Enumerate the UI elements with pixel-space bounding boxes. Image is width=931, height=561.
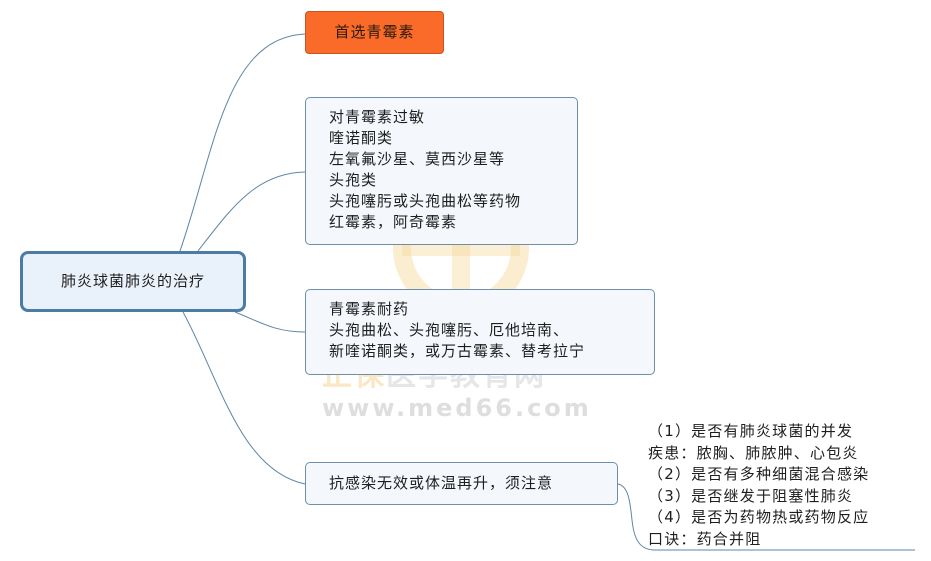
branch-line: 青霉素耐药 xyxy=(329,300,410,318)
branch-line: 喹诺酮类 xyxy=(329,129,394,147)
root-node[interactable]: 肺炎球菌肺炎的治疗 xyxy=(20,251,246,312)
branch-penicillin-allergy[interactable]: 对青霉素过敏 喹诺酮类 左氧氟沙星、莫西沙星等 头孢类 头孢噻肟或头孢曲松等药物… xyxy=(305,97,578,245)
note-line: （1）是否有肺炎球菌的并发 xyxy=(648,422,854,440)
branch-label: 抗感染无效或体温再升，须注意 xyxy=(329,474,554,492)
branch-line: 红霉素，阿奇霉素 xyxy=(329,213,458,231)
branch-penicillin-resistance[interactable]: 青霉素耐药 头孢曲松、头孢噻肟、厄他培南、 新喹诺酮类，或万古霉素、替考拉宁 xyxy=(305,289,655,375)
branch-line: 头孢噻肟或头孢曲松等药物 xyxy=(329,192,522,210)
branch-label: 首选青霉素 xyxy=(334,23,415,41)
connector-root-to-resistance xyxy=(234,311,306,333)
branch-line: 左氧氟沙星、莫西沙星等 xyxy=(329,150,506,168)
connector-root-to-first-choice xyxy=(179,33,306,252)
branch-line: 头孢曲松、头孢噻肟、厄他培南、 xyxy=(329,321,570,339)
branch-line: 头孢类 xyxy=(329,171,378,189)
branch-line: 对青霉素过敏 xyxy=(329,108,426,126)
branch-line: 新喹诺酮类，或万古霉素、替考拉宁 xyxy=(329,342,586,360)
connector-ineffective-to-note xyxy=(617,483,915,551)
note-callout[interactable]: （1）是否有肺炎球菌的并发 疾患：脓胸、肺脓肿、心包炎 （2）是否有多种细菌混合… xyxy=(648,421,918,550)
connector-root-to-allergy xyxy=(197,171,306,252)
note-line: 口诀：药合并阻 xyxy=(648,529,762,548)
note-line: （2）是否有多种细菌混合感染 xyxy=(648,465,870,483)
branch-first-choice[interactable]: 首选青霉素 xyxy=(305,11,444,54)
note-line: （3）是否继发于阻塞性肺炎 xyxy=(648,486,854,505)
note-line: 疾患：脓胸、肺脓肿、心包炎 xyxy=(648,443,859,462)
connector-root-to-ineffective xyxy=(182,311,306,485)
note-line: （4）是否为药物热或药物反应 xyxy=(648,508,870,526)
branch-ineffective-treatment[interactable]: 抗感染无效或体温再升，须注意 xyxy=(305,462,618,505)
root-label: 肺炎球菌肺炎的治疗 xyxy=(60,272,205,290)
